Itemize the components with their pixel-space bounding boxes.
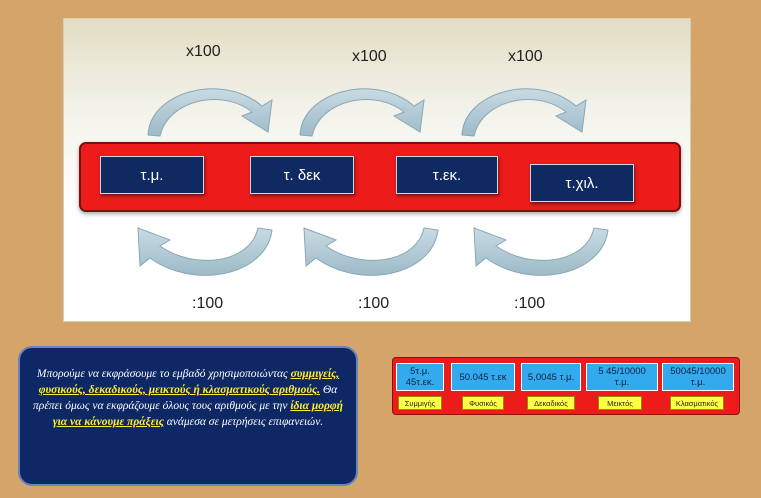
info-text: Μπορούμε να εκφράσουμε το εμβαδό χρησιμο… (36, 368, 288, 380)
example-category-label: Φυσικός (462, 396, 504, 410)
example-category-label: Κλασματικός (670, 396, 724, 410)
multiply-factor-label: x100 (352, 48, 387, 65)
example-value-line: 50.045 τ.εκ (459, 371, 507, 383)
example-category-label: Μεικτός (598, 396, 642, 410)
divide-factor-label: :100 (514, 295, 546, 312)
example-category-label: Δεκαδικός (527, 396, 575, 410)
example-value-line: τ.μ. (690, 377, 706, 388)
arrow-divide-3 (473, 227, 609, 276)
example-value-line: 50045/10000 (670, 366, 726, 377)
info-text: Θα πρέπει όμως να εκφράζουμε όλους τους … (33, 384, 338, 412)
example-value-line: 45τ.εκ. (405, 377, 435, 388)
unit-square-meter: τ.μ. (100, 156, 204, 194)
example-value: 5,0045 τ.μ. (521, 363, 581, 391)
example-category-label: Συμμιγής (398, 396, 442, 410)
info-highlight-same-form: ίδια μορφή για να κάνουμε πράξεις (52, 400, 343, 428)
unit-square-decimeter: τ. δεκ (250, 156, 354, 194)
multiply-factor-label: x100 (508, 48, 543, 65)
example-value: 5τ.μ.45τ.εκ. (396, 363, 444, 391)
arrow-multiply-2 (299, 88, 425, 137)
arrow-multiply-3 (461, 88, 587, 137)
arrow-divide-2 (303, 227, 439, 276)
example-value-line: τ.μ. (614, 377, 630, 388)
example-value-line: 5τ.μ. (410, 366, 430, 377)
arrow-multiply-1 (147, 88, 273, 137)
example-value-line: 5,0045 τ.μ. (527, 371, 575, 383)
example-value-line: 5 45/10000 (598, 366, 646, 377)
example-value: 50.045 τ.εκ (451, 363, 515, 391)
info-highlight-number-types: συμμιγείς, φυσικούς, δεκαδικούς, μεικτού… (38, 368, 340, 396)
divide-factor-label: :100 (358, 295, 390, 312)
info-text: ανάμεσα σε μετρήσεις επιφανειών. (166, 416, 324, 428)
divide-factor-label: :100 (192, 295, 224, 312)
unit-square-centimeter: τ.εκ. (396, 156, 498, 194)
arrow-divide-1 (137, 227, 273, 276)
multiply-factor-label: x100 (186, 43, 221, 60)
unit-square-millimeter: τ.χιλ. (530, 164, 634, 202)
info-box: Μπορούμε να εκφράσουμε το εμβαδό χρησιμο… (18, 346, 358, 486)
